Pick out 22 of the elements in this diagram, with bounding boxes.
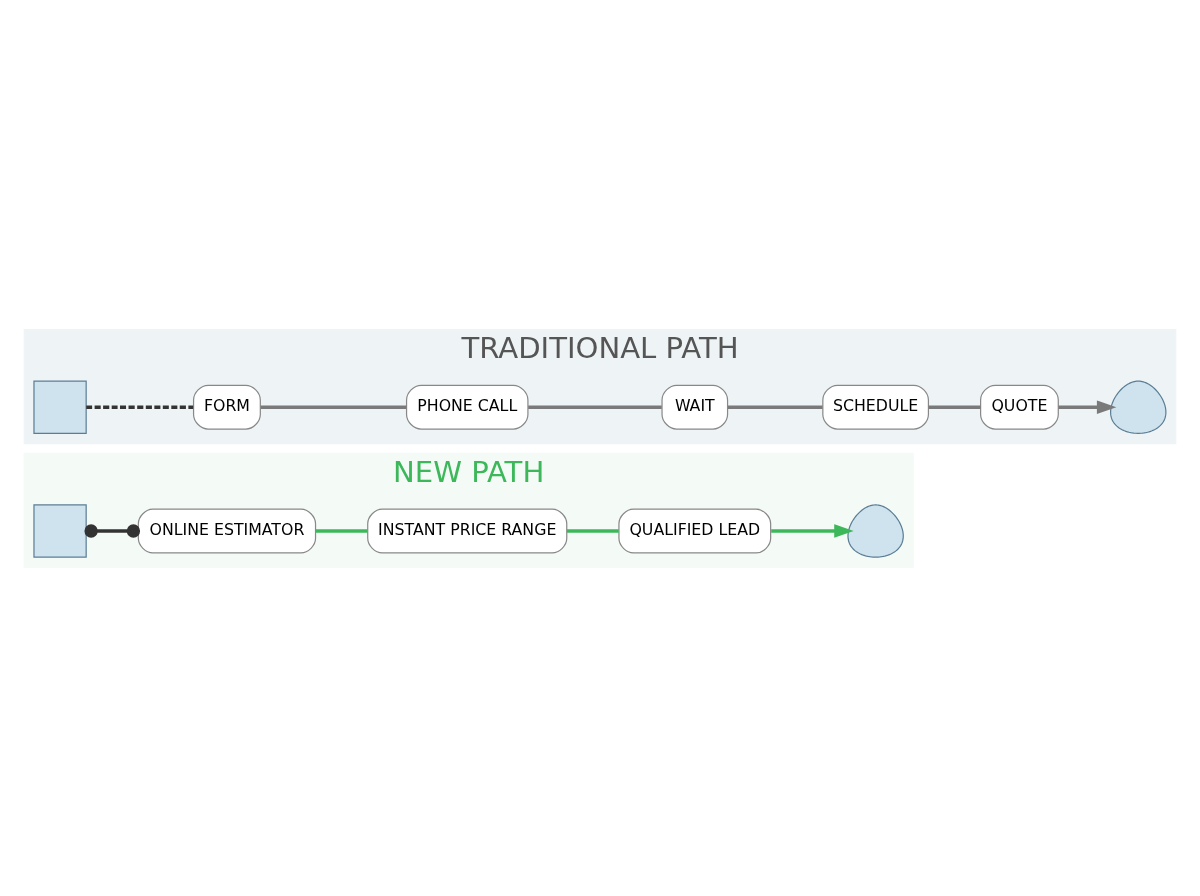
node-box: PHONE CALL [405,384,529,430]
node-box [33,503,87,558]
node-person [847,503,904,558]
connector [84,523,141,538]
node-box: SCHEDULE [822,384,930,430]
node-box: QUOTE [980,384,1059,430]
node-box: FORM [192,384,261,430]
node-box: ONLINE ESTIMATOR [137,508,317,553]
node-box [33,380,87,434]
arrow [1058,399,1117,414]
connector [928,404,981,409]
connector [566,528,619,533]
node-box: INSTANT PRICE RANGE [367,508,568,553]
connector [315,528,368,533]
connector [528,404,662,409]
connector [727,404,823,409]
arrow [771,523,854,538]
node-person [1110,380,1167,434]
connector [260,404,407,409]
connector [86,404,194,409]
node-box: WAIT [661,384,729,430]
node-box: QUALIFIED LEAD [618,508,772,553]
